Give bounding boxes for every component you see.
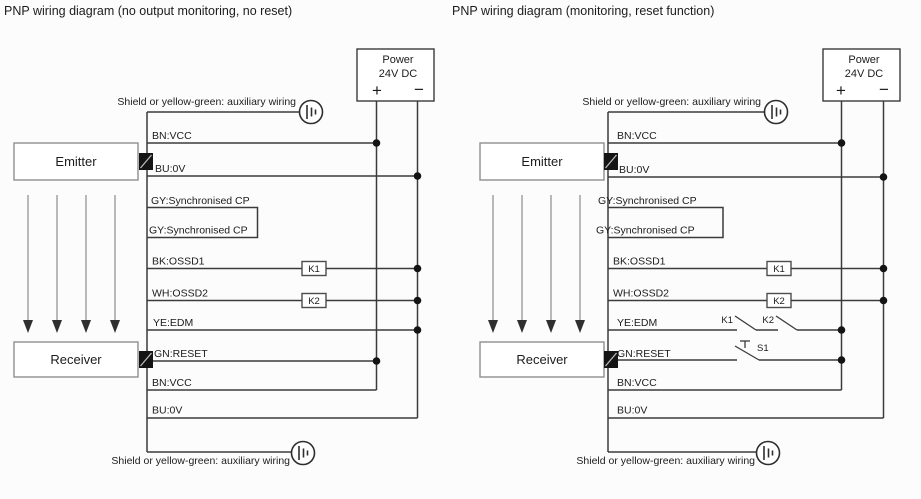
wire-label-bu-0v-emitter: BU:0V [619, 164, 649, 176]
wire-label-bu-0v-emitter: BU:0V [155, 163, 185, 175]
diagram-title: PNP wiring diagram (no output monitoring… [4, 4, 292, 18]
wire-label-bu-0v-receiver: BU:0V [152, 405, 182, 417]
receiver-connector [604, 351, 618, 368]
switch-s1-label: S1 [757, 343, 769, 354]
wire-label-gy-sync-emitter: GY:Synchronised CP [151, 195, 250, 207]
wire-label-gy-sync-receiver: GY:Synchronised CP [596, 225, 695, 237]
emitter-label: Emitter [521, 154, 563, 169]
relay-k2-label: K2 [773, 296, 785, 307]
wire-label-gy-sync-emitter: GY:Synchronised CP [598, 195, 697, 207]
k1-monitoring-contact: K1 [721, 315, 757, 331]
receiver-label: Receiver [516, 352, 568, 367]
diagram-no-monitoring: PNP wiring diagram (no output monitoring… [4, 4, 435, 467]
emitter-connector [604, 153, 618, 170]
relay-k2-label: K2 [308, 296, 320, 307]
earth-ground-icon [290, 440, 316, 466]
shield-top: Shield or yellow-green: auxiliary wiring [582, 96, 789, 125]
relay-k1-label: K1 [773, 264, 785, 275]
wire-label-ye-edm: YE:EDM [153, 317, 193, 329]
wire-label-bk-ossd1: BK:OSSD1 [152, 256, 205, 268]
power-voltage-label: 24V DC [845, 68, 884, 80]
wire-label-bn-vcc-emitter: BN:VCC [152, 130, 192, 142]
switch-s1-blade [734, 345, 760, 361]
diagram-monitoring-reset: PNP wiring diagram (monitoring, reset fu… [452, 4, 901, 467]
earth-ground-icon [298, 99, 324, 125]
power-box [822, 48, 901, 102]
plus-terminal-symbol: + [372, 81, 382, 100]
receiver-connector [139, 351, 153, 368]
contact-k1-blade [734, 315, 757, 331]
power-supply-box: Power 24V DC + − [356, 48, 435, 102]
wire-label-bk-ossd1: BK:OSSD1 [613, 256, 666, 268]
wire-label-ye-edm: YE:EDM [617, 317, 657, 329]
junction-dots [372, 139, 422, 365]
wire-gy-sync-link [147, 206, 259, 239]
junction-dots [837, 139, 888, 364]
wire-label-bn-vcc-receiver: BN:VCC [617, 377, 657, 389]
power-label: Power [382, 54, 414, 66]
light-beam-arrows [488, 195, 585, 333]
emitter-label: Emitter [55, 154, 97, 169]
contact-k1-label: K1 [721, 315, 733, 326]
receiver-box [479, 341, 605, 378]
wire-label-bn-vcc-emitter: BN:VCC [617, 130, 657, 142]
shield-note-top: Shield or yellow-green: auxiliary wiring [117, 96, 296, 108]
wire-label-gn-reset: GN:RESET [154, 348, 208, 360]
earth-ground-icon [763, 99, 789, 125]
emitter-box [479, 142, 605, 181]
wire-label-gy-sync-receiver: GY:Synchronised CP [149, 225, 248, 237]
shield-note-bottom: Shield or yellow-green: auxiliary wiring [111, 455, 290, 467]
contact-k2-label: K2 [762, 315, 774, 326]
receiver-label: Receiver [50, 352, 102, 367]
shield-bottom: Shield or yellow-green: auxiliary wiring [111, 440, 316, 467]
relay-k1-label: K1 [308, 264, 320, 275]
power-box [356, 48, 435, 102]
earth-ground-icon [755, 440, 781, 466]
light-beam-arrows [23, 195, 120, 333]
receiver-box [13, 341, 139, 378]
wire-gy-sync-link [608, 206, 724, 239]
k2-monitoring-contact: K2 [762, 315, 798, 331]
shield-top: Shield or yellow-green: auxiliary wiring [117, 96, 324, 125]
power-voltage-label: 24V DC [379, 68, 418, 80]
wire-label-wh-ossd2: WH:OSSD2 [152, 288, 208, 300]
wire-label-wh-ossd2: WH:OSSD2 [613, 288, 669, 300]
shield-note-bottom: Shield or yellow-green: auxiliary wiring [576, 455, 755, 467]
minus-terminal-symbol: − [414, 80, 424, 99]
power-supply-box: Power 24V DC + − [822, 48, 901, 102]
emitter-connector [139, 153, 153, 170]
power-label: Power [848, 54, 880, 66]
plus-terminal-symbol: + [836, 81, 846, 100]
emitter-box [13, 142, 139, 181]
shield-bottom: Shield or yellow-green: auxiliary wiring [576, 440, 781, 467]
s1-reset-switch: S1 [734, 340, 769, 361]
diagram-title: PNP wiring diagram (monitoring, reset fu… [452, 4, 714, 18]
wire-label-bu-0v-receiver: BU:0V [617, 405, 647, 417]
wire-label-gn-reset: GN:RESET [617, 348, 671, 360]
minus-terminal-symbol: − [879, 80, 889, 99]
shield-note-top: Shield or yellow-green: auxiliary wiring [582, 96, 761, 108]
contact-k2-blade [775, 315, 798, 331]
wire-label-bn-vcc-receiver: BN:VCC [152, 377, 192, 389]
